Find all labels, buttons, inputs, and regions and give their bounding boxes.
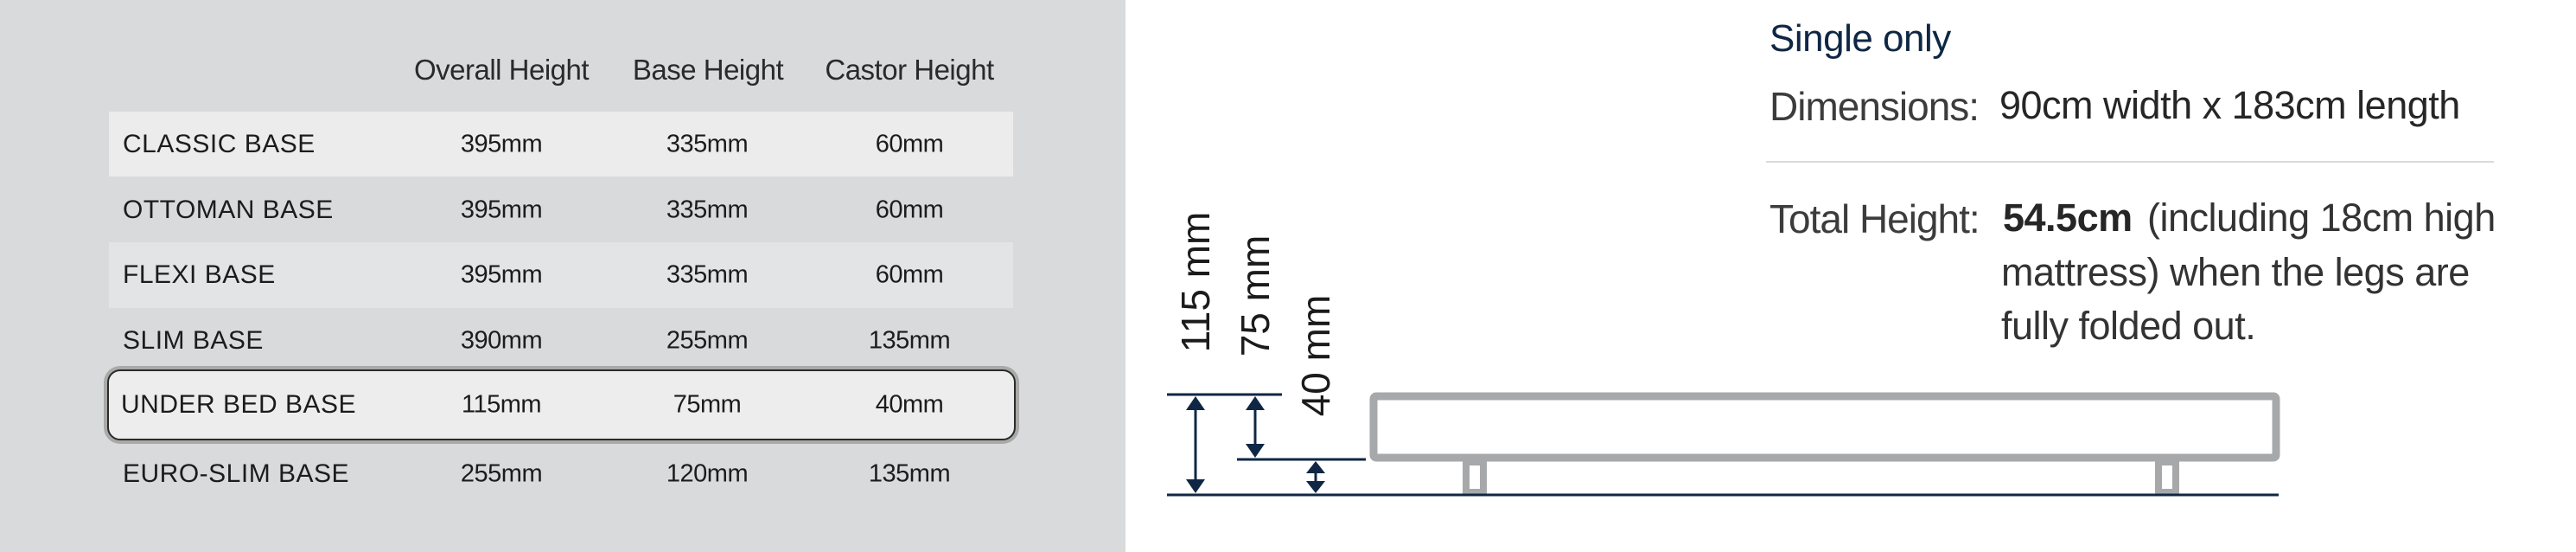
- overall-height-value: 395mm: [460, 130, 543, 157]
- table-row-classic-base: CLASSIC BASE 395mm 335mm 60mm: [109, 112, 1013, 177]
- total-height-note: (including 18cm high: [2147, 196, 2496, 240]
- table-row-euro-slim-base: EURO-SLIM BASE 255mm 120mm 135mm: [109, 441, 1013, 506]
- castor-height-value: 60mm: [875, 196, 944, 223]
- base-height-value: 120mm: [666, 459, 749, 487]
- castor-height-value: 135mm: [868, 326, 951, 355]
- castor-height-value: 60mm: [875, 260, 944, 289]
- castor-height-value: 135mm: [868, 459, 951, 487]
- divider: [1766, 161, 2494, 163]
- row-name: EURO-SLIM BASE: [123, 459, 350, 488]
- total-height-note: mattress) when the legs are: [2001, 250, 2470, 294]
- overall-height-value: 255mm: [460, 459, 543, 487]
- overall-height-value: 395mm: [460, 260, 543, 289]
- base-height-dimension-label: 75 mm: [1233, 234, 1278, 357]
- comparison-panel: Overall Height Base Height Castor Height…: [0, 0, 1125, 552]
- column-header-castor-height: Castor Height: [825, 54, 994, 86]
- table-row-under-bed-base-highlighted: UNDER BED BASE 115mm 75mm 40mm: [107, 369, 1016, 440]
- total-height-label: Total Height:: [1769, 196, 1980, 241]
- row-name: UNDER BED BASE: [121, 390, 357, 419]
- overall-height-value: 115mm: [461, 390, 542, 419]
- base-height-value: 75mm: [673, 390, 742, 419]
- size-title: Single only: [1769, 17, 1951, 60]
- castor-height-value: 60mm: [875, 130, 944, 157]
- row-name: SLIM BASE: [123, 326, 264, 355]
- row-name: FLEXI BASE: [123, 260, 276, 289]
- bed-base-outline: [1369, 392, 2280, 496]
- table-row-slim-base: SLIM BASE 390mm 255mm 135mm: [109, 309, 1013, 373]
- total-height-note: fully folded out.: [2001, 304, 2256, 348]
- table-row-flexi-base: FLEXI BASE 395mm 335mm 60mm: [109, 242, 1013, 308]
- base-height-value: 335mm: [666, 130, 749, 157]
- castor-height-dimension-label: 40 mm: [1293, 294, 1338, 417]
- row-name: OTTOMAN BASE: [123, 195, 334, 224]
- overall-height-value: 390mm: [460, 326, 543, 355]
- total-height-value: 54.5cm: [2003, 196, 2133, 240]
- overall-height-value: 395mm: [460, 196, 543, 223]
- base-height-value: 255mm: [666, 326, 749, 355]
- base-height-value: 335mm: [666, 260, 749, 289]
- column-header-overall-height: Overall Height: [413, 54, 590, 86]
- dimension-lines: [1167, 393, 2279, 497]
- dimensions-value: 90cm width x 183cm length: [1999, 83, 2460, 127]
- column-header-base-height: Base Height: [632, 54, 784, 86]
- overall-height-dimension-label: 115 mm: [1173, 211, 1218, 353]
- castor-height-value: 40mm: [875, 390, 944, 419]
- dimensions-label: Dimensions:: [1769, 84, 1980, 129]
- table-row-ottoman-base: OTTOMAN BASE 395mm 335mm 60mm: [109, 177, 1013, 242]
- base-height-value: 335mm: [666, 196, 749, 223]
- row-name: CLASSIC BASE: [123, 129, 316, 158]
